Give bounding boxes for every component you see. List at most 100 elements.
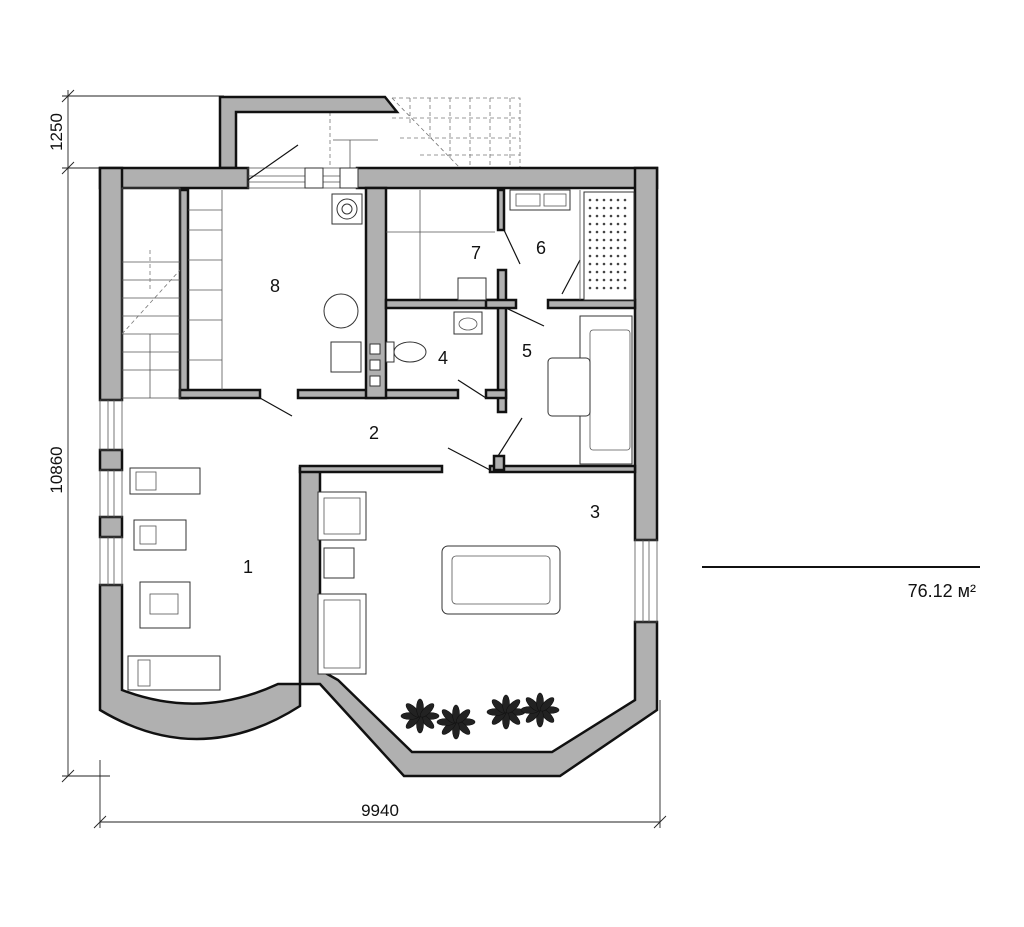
exercise-machine-icon	[129, 467, 201, 629]
plant-leaf	[455, 709, 471, 724]
shower-drain-dot	[588, 230, 592, 234]
shower-drain-dot	[588, 246, 592, 250]
shower-drain-dot	[595, 270, 599, 274]
shower-drain-dot	[609, 214, 613, 218]
shower-drain-dot	[609, 270, 613, 274]
shower-drain-dot	[616, 238, 620, 242]
shower-drain-dot	[588, 278, 592, 282]
shower-drain-dot	[623, 230, 627, 234]
shower-drain-dot	[595, 286, 599, 290]
shower-drain-dot	[616, 230, 620, 234]
shower-drain-dot	[609, 230, 613, 234]
shower-drain-dot	[602, 254, 606, 258]
shower-drain-dot	[609, 238, 613, 242]
walls	[98, 95, 659, 778]
shower-drain-dot	[623, 254, 627, 258]
room-8-label: 8	[270, 276, 280, 296]
shower-drain-dot	[588, 262, 592, 266]
shower-drain-dot	[616, 222, 620, 226]
shower-drain-dot	[609, 222, 613, 226]
plant-leaf	[505, 699, 521, 714]
shower-drain-dot	[602, 206, 606, 210]
shower-drain-dot	[609, 254, 613, 258]
shower-drain-dot	[609, 246, 613, 250]
width-dimension: 9940	[361, 801, 399, 820]
shower-drain-dot	[588, 214, 592, 218]
room-5-label: 5	[522, 341, 532, 361]
dimension-lines	[61, 89, 980, 829]
shower-drain-dot	[623, 214, 627, 218]
shower-drain-dot	[609, 206, 613, 210]
shower-drain-dot	[595, 238, 599, 242]
treadmill-icon	[127, 655, 221, 691]
room-labels: 1 2 3 4 5 6 7 8	[243, 238, 600, 577]
shower-drain-dot	[595, 246, 599, 250]
shower-drain-dot	[616, 278, 620, 282]
shower-drain-dot	[616, 214, 620, 218]
shower-drain-dot	[616, 206, 620, 210]
shower-drain-dot	[623, 262, 627, 266]
shower-drain-dot	[595, 254, 599, 258]
shower-drain-dot	[595, 230, 599, 234]
shower-drain-dot	[595, 214, 599, 218]
furniture	[127, 189, 635, 691]
shower-drain-dot	[602, 270, 606, 274]
room-3-label: 3	[590, 502, 600, 522]
shower-drain-dot	[623, 222, 627, 226]
shower-drain-dot	[609, 262, 613, 266]
room-2-label: 2	[369, 423, 379, 443]
shower-drain-dot	[588, 222, 592, 226]
height-dimension: 10860	[47, 446, 66, 493]
shower-drain-dot	[595, 262, 599, 266]
shower-drain-dot	[616, 254, 620, 258]
shower-drain-dot	[623, 286, 627, 290]
plants-icon	[400, 692, 560, 740]
shower-drain-dot	[602, 262, 606, 266]
shower-drain-dot	[623, 206, 627, 210]
doors	[247, 144, 581, 471]
shower-icon	[583, 191, 635, 301]
shower-drain-dot	[616, 286, 620, 290]
room-1-label: 1	[243, 557, 253, 577]
shower-drain-dot	[588, 270, 592, 274]
shower-drain-dot	[609, 198, 613, 202]
shower-drain-dot	[588, 198, 592, 202]
shower-drain-dot	[595, 198, 599, 202]
room-4-label: 4	[438, 348, 448, 368]
shower-drain-dot	[595, 206, 599, 210]
shower-drain-dot	[602, 238, 606, 242]
shower-drain-dot	[616, 246, 620, 250]
shower-drain-dot	[602, 230, 606, 234]
shower-drain-dot	[602, 214, 606, 218]
shower-drain-dot	[602, 198, 606, 202]
shower-drain-dot	[623, 270, 627, 274]
room-7-label: 7	[471, 243, 481, 263]
shower-drain-dot	[602, 246, 606, 250]
total-area: 76.12 м²	[908, 581, 976, 601]
shower-drain-dot	[616, 262, 620, 266]
plant-leaf	[539, 697, 555, 712]
interior-stairs	[121, 187, 223, 399]
shower-drain-dot	[588, 206, 592, 210]
shower-drain-dot	[595, 278, 599, 282]
toilet-icon	[393, 341, 427, 363]
porch-dimension: 1250	[47, 113, 66, 151]
shower-drain-dot	[623, 198, 627, 202]
shower-drain-dot	[623, 278, 627, 282]
shower-drain-dot	[595, 222, 599, 226]
shower-drain-dot	[616, 270, 620, 274]
shower-drain-dot	[616, 198, 620, 202]
room-6-label: 6	[536, 238, 546, 258]
plant-leaf	[419, 703, 435, 718]
shower-drain-dot	[588, 254, 592, 258]
shower-drain-dot	[602, 286, 606, 290]
shower-drain-dot	[602, 278, 606, 282]
shower-drain-dot	[588, 238, 592, 242]
shower-drain-dot	[623, 238, 627, 242]
shower-drain-dot	[623, 246, 627, 250]
shower-drain-dot	[609, 286, 613, 290]
shower-drain-dot	[602, 222, 606, 226]
shower-drain-dot	[588, 286, 592, 290]
shower-drain-dot	[609, 278, 613, 282]
